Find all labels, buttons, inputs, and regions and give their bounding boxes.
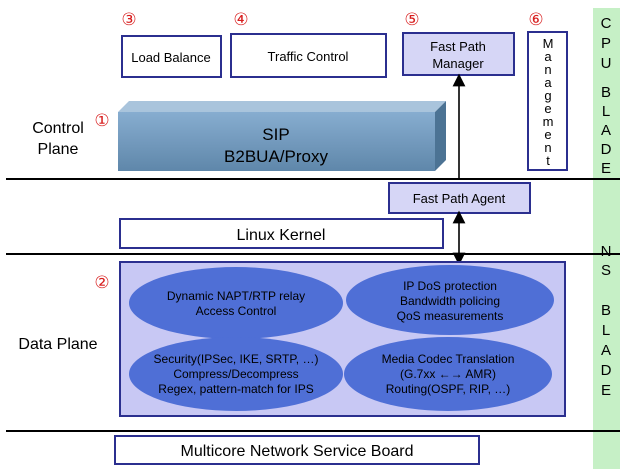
load-balance-box [121,35,222,78]
control-plane-label: Plane [38,141,79,158]
codec-text: (G.7xx ←→ AMR) [400,367,496,381]
management-letter: e [544,101,551,116]
management-letter: a [544,75,552,90]
linux-kernel-box [119,218,444,249]
linux-kernel-label: Linux Kernel [237,227,326,244]
fast-path-manager-label: Manager [432,56,484,71]
step-markers: ① ② ③ ④ ⑤ ⑥ [94,10,543,292]
security-text: Compress/Decompress [173,367,298,381]
marker-1: ① [94,111,109,130]
fast-path-manager-label: Fast Path [430,39,486,54]
marker-4: ④ [233,10,248,29]
board-label: Multicore Network Service Board [181,443,414,460]
security-text: Security(IPSec, IKE, SRTP, …) [154,352,319,366]
management-letter: g [544,88,551,103]
ns-blade-letter: E [601,382,611,399]
management-letter: m [543,114,554,129]
sip-label: B2BUA/Proxy [224,147,328,166]
ns-blade-label: N S B L A D E [601,243,612,399]
security-ellipse [129,337,343,411]
cpu-blade-letter: U [601,55,612,72]
management-letter: a [544,49,552,64]
load-balance-label: Load Balance [131,50,211,65]
data-plane-label: Data Plane [18,336,97,353]
marker-3: ③ [121,10,136,29]
napt-ellipse [129,267,343,339]
marker-5: ⑤ [404,10,419,29]
ns-blade-letter: D [601,362,612,379]
ns-blade-letter: S [601,262,611,279]
marker-6: ⑥ [528,10,543,29]
ns-blade-letter: B [601,302,611,319]
security-text: Regex, pattern-match for IPS [158,382,313,396]
dos-text: Bandwidth policing [400,294,500,308]
cpu-blade-letter: D [601,141,612,158]
ns-blade-letter: A [601,342,611,359]
dos-text: QoS measurements [397,309,504,323]
management-letter: t [546,153,550,168]
sip-label: SIP [262,125,289,144]
fast-path-agent-label: Fast Path Agent [413,191,506,206]
fast-path-manager-box [402,32,515,76]
traffic-control-box [230,33,387,78]
management-letter: n [544,62,551,77]
cpu-blade-letter: P [601,35,611,52]
ns-blade-letter: L [602,322,610,339]
management-letter: n [544,140,551,155]
dos-ellipse [346,265,554,335]
napt-text: Access Control [196,304,277,318]
ns-blade-letter: N [601,243,612,260]
codec-ellipse [344,337,552,411]
dos-text: IP DoS protection [403,279,497,293]
cpu-blade-letter: A [601,122,611,139]
sip-block [118,101,446,171]
board-box [114,435,480,465]
cpu-blade-letter: L [602,103,610,120]
cpu-blade-letter: E [601,160,611,177]
control-plane-label: Control [32,120,84,137]
cpu-blade-letter: B [601,84,611,101]
codec-text: Routing(OSPF, RIP, …) [386,382,511,396]
ellipse-texts: Dynamic NAPT/RTP relay Access Control IP… [154,279,515,396]
management-box [527,31,568,171]
traffic-control-label: Traffic Control [268,49,349,64]
cpu-blade-letter: C [601,15,612,32]
management-letter: M [543,36,554,51]
cpu-blade-label: C P U B L A D E [601,15,612,177]
marker-2: ② [94,273,109,292]
napt-text: Dynamic NAPT/RTP relay [167,289,305,303]
blade-bar [593,8,620,469]
codec-text: Media Codec Translation [382,352,515,366]
management-label: M a n a g e m e n t [543,36,554,168]
management-letter: e [544,127,551,142]
